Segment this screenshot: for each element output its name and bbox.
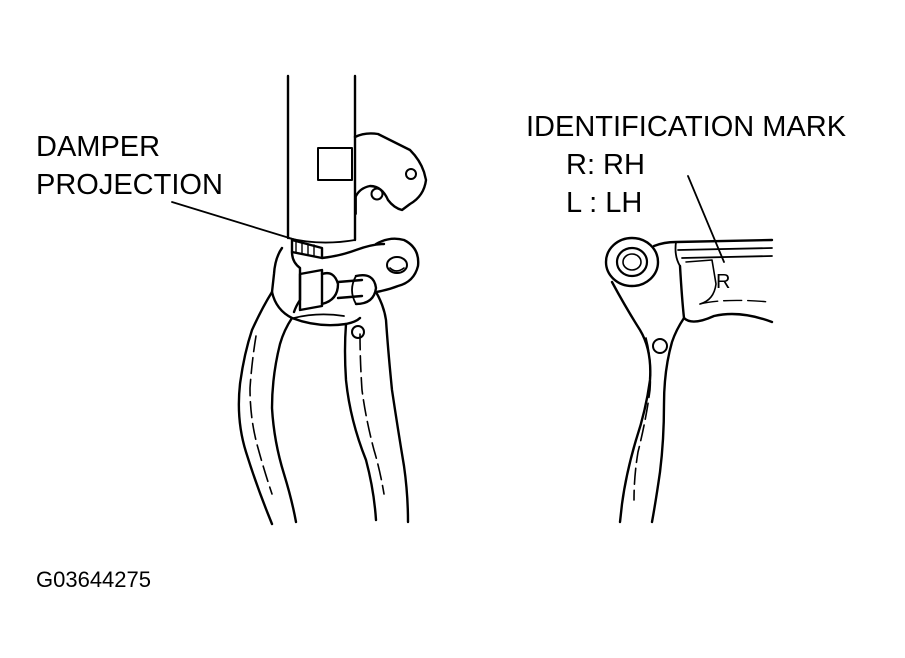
knuckle-clamp	[270, 242, 386, 327]
mark-letter-on-part: R	[716, 271, 730, 293]
damper-assembly-illustration	[171, 74, 428, 526]
damper-projection-leader	[171, 201, 297, 241]
damper-label-line1: DAMPER	[36, 131, 160, 163]
knuckle-left-arm	[237, 290, 298, 526]
knuckle-id-mark-illustration	[604, 175, 774, 524]
knuckle-upper-body	[652, 238, 774, 324]
identification-mark-label: IDENTIFICATION MARK	[526, 111, 847, 143]
identification-mark-leader	[687, 175, 725, 263]
knuckle-right-arm	[343, 290, 410, 524]
labels-layer: DAMPER PROJECTION IDENTIFICATION MARK R:…	[36, 111, 847, 592]
damper-label-line2: PROJECTION	[36, 169, 223, 201]
knuckle-eye-boss	[374, 237, 420, 294]
figure-id: G03644275	[36, 567, 151, 592]
knuckle-arm	[610, 280, 686, 524]
damper-tube	[286, 74, 357, 244]
lh-legend: L : LH	[566, 187, 642, 219]
rh-legend: R: RH	[566, 149, 645, 181]
damper-bracket	[353, 132, 428, 215]
knuckle-round-boss	[604, 236, 660, 288]
